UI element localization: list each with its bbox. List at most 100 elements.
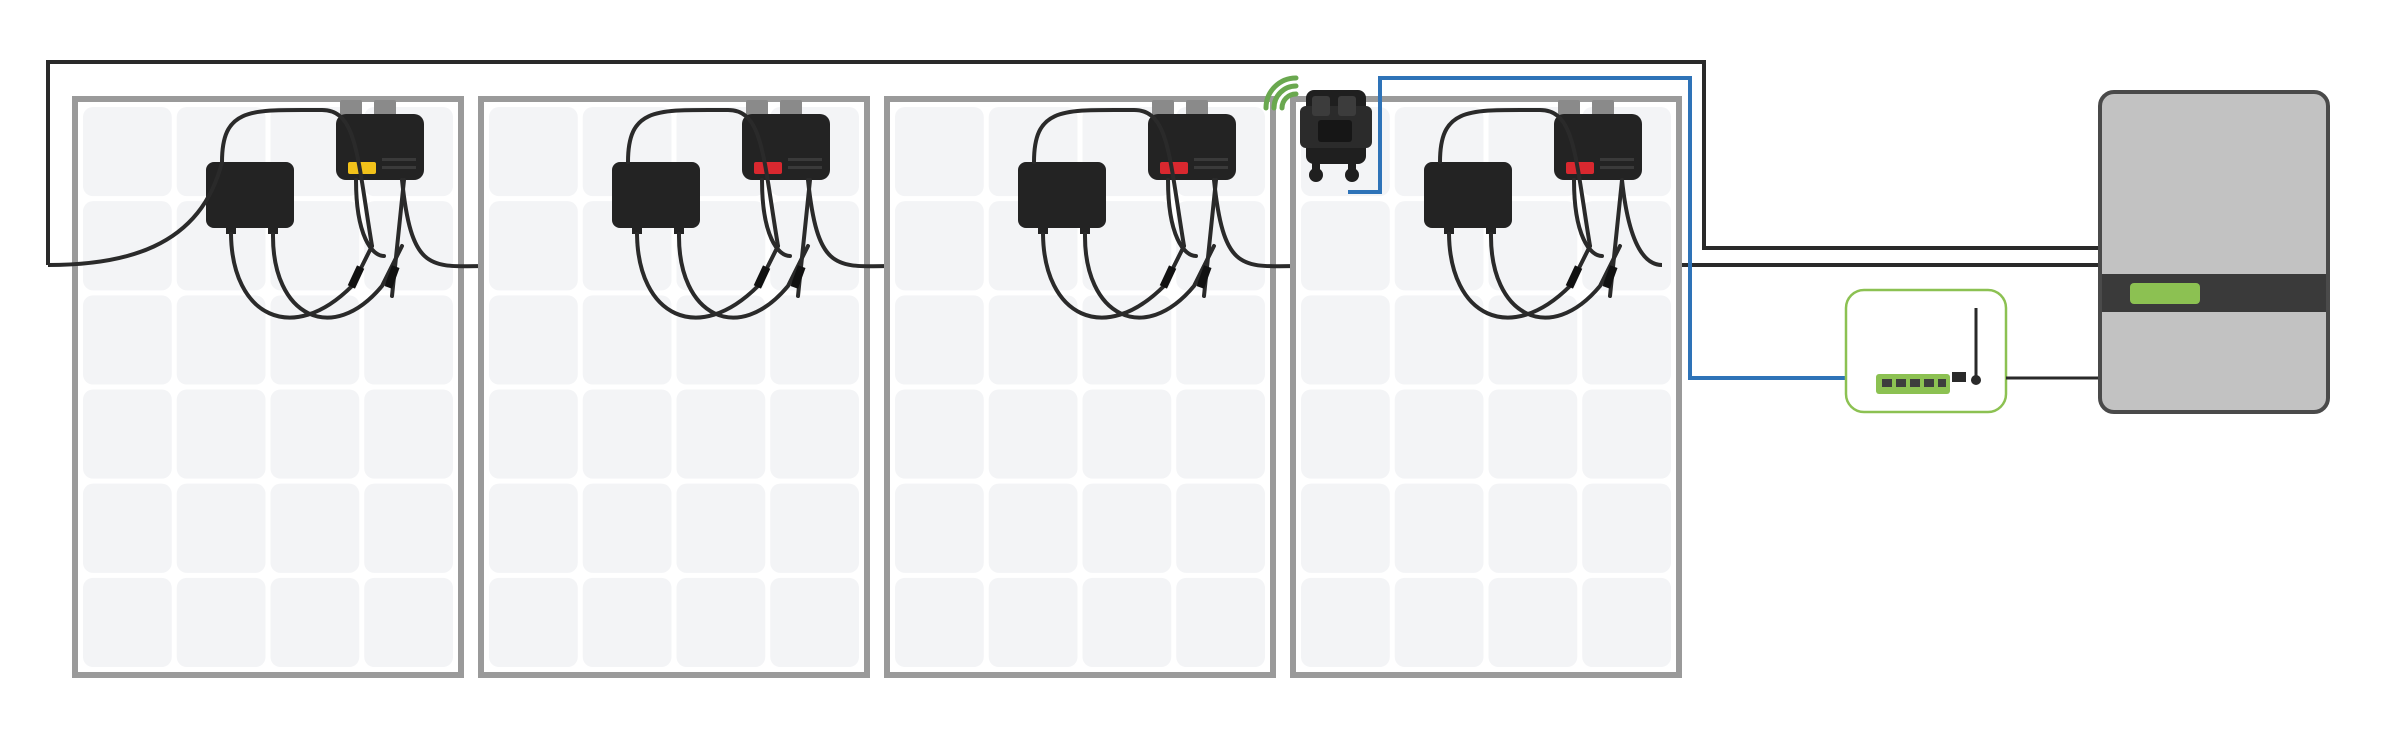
panel-cell (988, 577, 1078, 667)
panel-cell (582, 389, 672, 479)
panel-cell (770, 389, 859, 479)
panel-cell (1082, 389, 1172, 479)
connector-cable (1572, 178, 1604, 258)
junction-box-icon (1424, 162, 1512, 234)
connector-cable (626, 107, 780, 248)
mc4-connector (1602, 265, 1618, 289)
solar-panel (884, 96, 1442, 678)
solar-panel (1290, 96, 1682, 678)
string-wire-loop (46, 60, 2100, 265)
connector-cable (1041, 232, 1186, 320)
panel-cell (1582, 201, 1671, 291)
panel-cell (895, 107, 984, 197)
panel-cell (582, 295, 672, 385)
connector-cable (229, 232, 374, 320)
panel-cell (1301, 483, 1390, 573)
solar-panel (72, 96, 630, 678)
panel-cell (1176, 577, 1265, 667)
panel-cell (676, 389, 766, 479)
panel-cell (1488, 577, 1578, 667)
panel-cell (270, 483, 360, 573)
optimizer-badge (348, 162, 376, 174)
panel-cell (1301, 201, 1390, 291)
panel-cell (83, 295, 172, 385)
panel-cell (270, 389, 360, 479)
panel-cell (895, 577, 984, 667)
junction-box-icon (206, 162, 294, 234)
panel-cell (1582, 389, 1671, 479)
junction-box-icon (612, 162, 700, 234)
panel-cell (1082, 295, 1172, 385)
panel-cell (988, 295, 1078, 385)
panel-cell (364, 577, 453, 667)
string-wire-start (47, 161, 224, 267)
panel-cell (676, 483, 766, 573)
mc4-connector (790, 265, 806, 289)
panel-cell (988, 389, 1078, 479)
panel-cell (582, 483, 672, 573)
panel-cell (364, 201, 453, 291)
gateway-board-icon (1876, 308, 1981, 394)
panel-cell (676, 577, 766, 667)
wifi-signal-icon (1263, 75, 1299, 111)
panel-cell (489, 577, 578, 667)
panel-row (47, 96, 1682, 678)
panel-cell (1301, 389, 1390, 479)
panel-cell (770, 577, 859, 667)
junction-box-icon (1300, 90, 1372, 182)
mc4-connector (1196, 265, 1212, 289)
panel-cell (364, 389, 453, 479)
panel-cell (1394, 577, 1484, 667)
panel-cell (489, 389, 578, 479)
panel-cell (83, 107, 172, 197)
panel-cell (988, 483, 1078, 573)
panel-cell (1582, 577, 1671, 667)
panel-cell (83, 201, 172, 291)
panel-cell (582, 577, 672, 667)
inverter-status-led (2130, 283, 2200, 304)
panel-cell (1082, 577, 1172, 667)
inverter (2098, 90, 2330, 414)
panel-cell (676, 295, 766, 385)
panel-cell (1488, 483, 1578, 573)
panel-cell (895, 389, 984, 479)
panel-cell (895, 483, 984, 573)
wireless-transmitter (1263, 75, 1372, 182)
panel-cell (83, 389, 172, 479)
panel-cell (1582, 483, 1671, 573)
mc4-connector (753, 265, 771, 289)
panel-cell (489, 201, 578, 291)
string-wire-end (1620, 179, 1663, 267)
panel-cell (1301, 295, 1390, 385)
connector-cable (1082, 232, 1216, 320)
optimizer-badge (1160, 162, 1188, 174)
optimizer-badge (754, 162, 782, 174)
panel-cell (489, 483, 578, 573)
panel-cell (770, 295, 859, 385)
connector-cable (220, 107, 374, 248)
gateway (1844, 288, 2008, 414)
connector-cable (1447, 232, 1592, 320)
panel-cell (176, 389, 266, 479)
panel-cell (270, 295, 360, 385)
panel-cell (1301, 577, 1390, 667)
panel-cell (364, 483, 453, 573)
junction-box-icon (1018, 162, 1106, 234)
panel-cell (364, 295, 453, 385)
panel-cell (1176, 483, 1265, 573)
comm-wire (1348, 76, 1846, 380)
panel-cell (176, 483, 266, 573)
panel-cell (770, 483, 859, 573)
inverter-icon (2098, 90, 2330, 414)
panel-cell (1394, 389, 1484, 479)
panel-cell (1394, 295, 1484, 385)
panel-cell (1082, 483, 1172, 573)
panel-cell (1176, 389, 1265, 479)
connector-cable (270, 232, 404, 320)
connector-cable (760, 178, 792, 258)
optimizer-badge (1566, 162, 1594, 174)
connector-cable (1488, 232, 1622, 320)
panel-cell (176, 577, 266, 667)
connector-cable (354, 178, 386, 258)
